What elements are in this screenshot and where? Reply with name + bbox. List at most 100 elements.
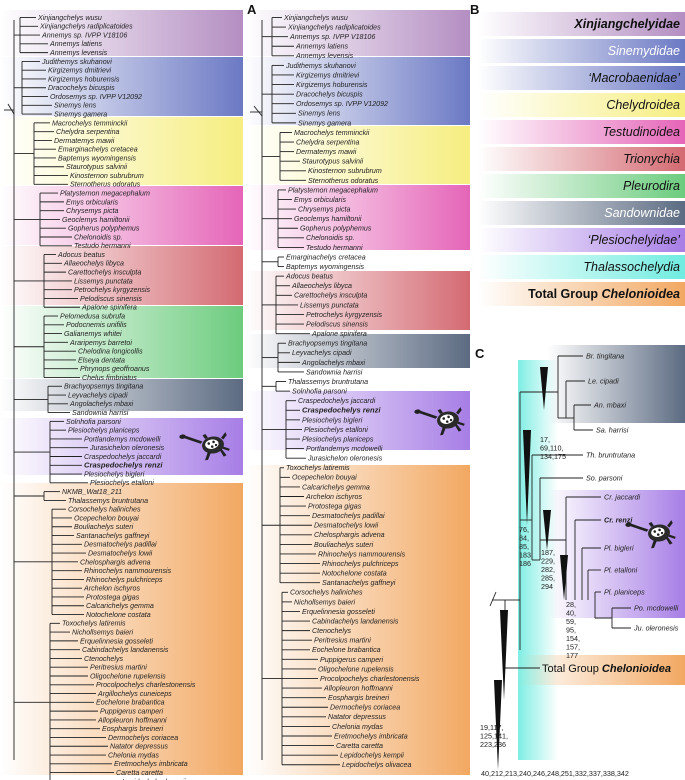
taxon-label: Bouliachelys suteri — [74, 523, 134, 531]
taxon-label: Phrynops geoffroanus — [80, 365, 150, 373]
legend-label: Sinemydidae — [608, 44, 680, 58]
taxon-label: Oligochelone rupelensis — [318, 665, 394, 673]
taxon-label: Lepidochelys kempii — [340, 752, 404, 760]
taxon-label: Desmatochelys padillai — [84, 541, 157, 549]
taxon-label: Erquelinnesia gosseleti — [80, 637, 153, 645]
taxon-label: Solnhofia parsoni — [292, 388, 347, 396]
character-list: 154, — [566, 634, 580, 643]
legend-swatch — [478, 93, 685, 117]
character-list: 183, — [519, 551, 533, 560]
taxon-label: Judithemys skuhanovi — [285, 62, 356, 70]
taxon-label: Sinemys lens — [54, 102, 97, 110]
character-list: 76, — [519, 525, 529, 534]
taxon-label: Protostega gigas — [308, 502, 362, 510]
taxon-label: Chelonia mydas — [108, 751, 159, 759]
taxon-label: Desmatochelys lowii — [314, 522, 379, 530]
taxon-label: Ocepechelon bouyai — [74, 514, 139, 522]
taxon-label: Pelodiscus sinensis — [306, 320, 368, 328]
taxon-label: Dermatemys mawii — [54, 137, 115, 145]
taxon-label: Plesiochelys planiceps — [68, 427, 140, 435]
taxon-label: Chelosphargis advena — [80, 558, 151, 566]
legend-swatch — [478, 66, 685, 90]
taxon-label: Brachyopsemys tingitana — [288, 340, 367, 348]
taxon-label: Plesiochelys etalloni — [90, 479, 154, 487]
taxon-label: Brachyopsemys tingitana — [64, 383, 143, 391]
taxon-label: Sternotherus odoratus — [70, 181, 141, 189]
taxon-label: Rhinochelys nammourensis — [84, 567, 172, 575]
taxon-label: Erquelinnesia gosseleti — [302, 608, 375, 616]
character-list: 134,175 — [540, 452, 566, 461]
taxon-label: Kirgizemys hoburensis — [48, 75, 120, 83]
taxon-label: Sinemys gamera — [54, 110, 107, 118]
taxon-label: Chelonoidis sp. — [306, 234, 355, 242]
taxon-label: Craspedochelys jaccardi — [298, 397, 376, 405]
taxon-label: Dermatemys mawii — [296, 148, 357, 156]
taxon-label: Geoclemys hamiltonii — [294, 215, 362, 223]
legend-label-italic: Chelonioidea — [602, 287, 681, 301]
legend-swatch — [478, 147, 685, 171]
legend-swatch — [478, 39, 685, 63]
outgroup-label-italic: Chelonioidea — [602, 663, 671, 675]
taxon-label: Dermochelys coriacea — [330, 704, 400, 712]
taxon-label: Eretmochelys imbricata — [114, 760, 188, 768]
taxon-label: Testudo hermanni — [74, 242, 131, 250]
taxon-label: Ju. oleronesis — [633, 624, 679, 633]
legend-label: ‘Macrobaenidae’ — [588, 71, 680, 85]
taxon-label: Santanachelys gaffneyi — [76, 532, 150, 540]
synapomorphy-marker — [523, 430, 531, 525]
legend-label: Pleurodira — [623, 179, 680, 193]
taxon-label: Chelodina longicollis — [78, 348, 143, 356]
taxon-label: Chelonia mydas — [332, 723, 383, 731]
taxon-label: Kirgizemys dmitrievi — [48, 67, 111, 75]
taxon-label: Pl. planiceps — [604, 588, 645, 597]
synapomorphy-marker — [500, 610, 508, 700]
taxon-label: Protostega gigas — [86, 593, 140, 601]
taxon-label: Ordosemys sp. IVPP V12092 — [296, 100, 388, 108]
taxon-label: Calcarichelys gemma — [302, 483, 370, 491]
tree-branch — [253, 105, 263, 117]
taxon-label: Plesiochelys planiceps — [302, 435, 374, 443]
clade-legend: XinjiangchelyidaeSinemydidae‘Macrobaenid… — [478, 12, 685, 306]
taxon-label: Podocnemis unifilis — [66, 321, 127, 329]
character-list: 157, — [566, 643, 580, 652]
character-list: 294 — [541, 582, 553, 591]
character-list: 40, — [566, 609, 576, 618]
taxon-label: Craspedochelys renzi — [302, 406, 381, 415]
taxon-label: Kinosternon subrubrum — [308, 167, 382, 175]
taxon-label: Allopleuron hoffmanni — [97, 716, 167, 724]
character-list: 17, — [540, 435, 550, 444]
taxon-label: Galianemys whitei — [64, 330, 122, 338]
legend-label-plain: Total Group — [528, 287, 601, 301]
legend-label: Sandownidae — [604, 206, 680, 220]
taxon-label: Pl. etalloni — [604, 566, 638, 575]
taxon-label: Petrochelys kyrgyzensis — [74, 286, 151, 294]
taxon-label: Th. bruntrutana — [586, 451, 635, 460]
character-list: 187, — [541, 548, 555, 557]
taxon-label: Araripemys barretoi — [69, 339, 132, 347]
character-list: 177 — [566, 651, 578, 660]
legend-label: ‘Plesiochelyidae’ — [588, 233, 681, 247]
taxon-label: Argillochelys cuneiceps — [97, 690, 172, 698]
taxon-label: Angolachelys mbaxi — [301, 359, 366, 367]
character-list: 186 — [519, 559, 531, 568]
taxon-label: Angolachelys mbaxi — [69, 400, 134, 408]
legend-swatch — [478, 12, 685, 36]
taxon-label: Dermochelys coriacea — [108, 734, 178, 742]
taxon-label: Plesiochelys etalloni — [304, 426, 368, 434]
taxon-label: Chelonoidis sp. — [74, 233, 123, 241]
taxon-label: Xinjiangchelys radiplicatoides — [287, 23, 381, 31]
taxon-label: Leyvachelys cipadi — [292, 349, 352, 357]
taxon-label: Jurasichelon oleronesis — [307, 455, 383, 463]
taxon-label: Sinemys gamera — [298, 119, 351, 127]
character-list: 84, — [519, 534, 529, 543]
taxon-label: Ctenochelys — [84, 655, 123, 663]
taxon-label: Kinosternon subrubrum — [70, 172, 144, 180]
taxon-label: Baptemys wyomingensis — [58, 154, 137, 162]
character-list: 125,141, — [480, 732, 508, 741]
taxon-label: Gopherus polyphemus — [68, 225, 140, 233]
taxon-label: Bouliachelys suteri — [314, 541, 374, 549]
taxon-label: Oligochelone rupelensis — [90, 672, 166, 680]
